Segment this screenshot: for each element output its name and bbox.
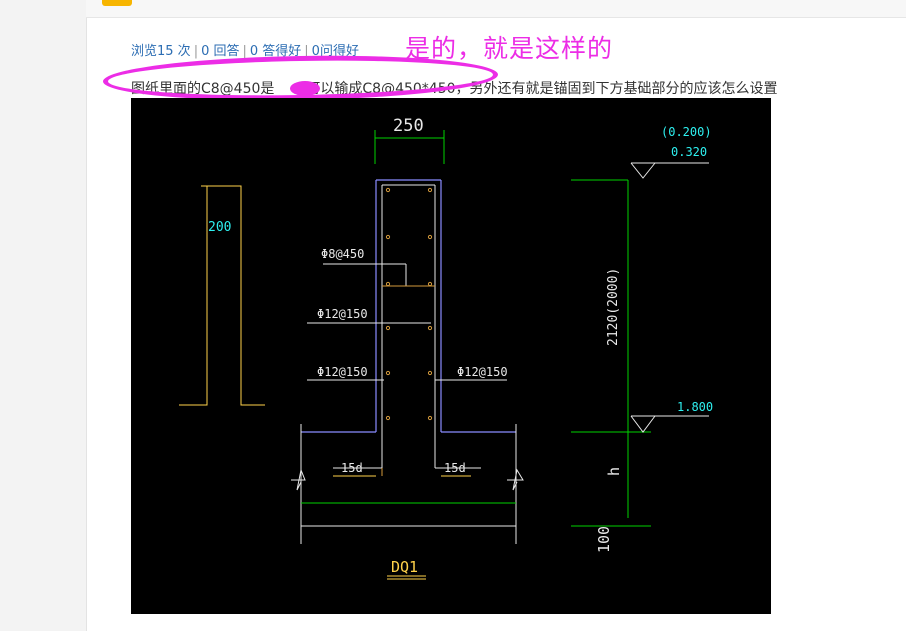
rebar-c12-label-a: Φ12@150	[317, 307, 368, 321]
cad-drawing-image: 250 200 Φ8@450 Φ12@150 Φ12@15	[131, 98, 771, 614]
question-text-part2: 可以输成C8@450*450，另外还有就是锚固到下方基础部分的应该怎么设置	[306, 81, 778, 97]
width-dimension	[374, 130, 445, 164]
views-count: 浏览15 次	[131, 44, 191, 59]
answers-link[interactable]: 0 回答	[201, 44, 240, 59]
top-badge	[102, 0, 132, 6]
rebar-c8-label: Φ8@450	[321, 247, 364, 261]
question-stats: 浏览15 次|0 回答|0 答得好|0问得好	[131, 44, 359, 59]
wall-outline	[301, 179, 516, 433]
question-good-link[interactable]: 0问得好	[311, 44, 359, 59]
rebar-lines	[307, 184, 507, 469]
anchor-15d-right: 15d	[444, 461, 466, 475]
elevation-top-paren: (0.200)	[661, 125, 712, 139]
top-toolbar-strip	[86, 0, 906, 18]
annotation-scribble	[290, 81, 320, 96]
dimension-100: 100	[595, 526, 613, 553]
rebar-c12-label-b: Φ12@150	[317, 365, 368, 379]
left-section	[179, 185, 265, 406]
section-label: DQ1	[391, 558, 418, 576]
dimension-h: h	[605, 467, 623, 476]
left-height-label: 200	[208, 220, 231, 235]
question-text: 图纸里面的C8@450是 可以输成C8@450*450，另外还有就是锚固到下方基础…	[131, 78, 778, 98]
width-label: 250	[393, 116, 424, 136]
elevation-top: 0.320	[671, 145, 707, 159]
footing	[291, 424, 524, 544]
rebar-orange	[381, 187, 435, 476]
handwritten-annotation: 是的，就是这样的	[405, 34, 614, 63]
question-text-part1: 图纸里面的C8@450是	[131, 81, 275, 97]
elevation-marks	[571, 179, 651, 527]
vertical-dimension: 2120(2000)	[606, 268, 621, 346]
anchor-15d-left: 15d	[341, 461, 363, 475]
elevation-triangles	[630, 162, 709, 433]
rebar-c12-label-c: Φ12@150	[457, 365, 508, 379]
answer-good-link[interactable]: 0 答得好	[249, 44, 302, 59]
elevation-mid: 1.800	[677, 400, 713, 414]
